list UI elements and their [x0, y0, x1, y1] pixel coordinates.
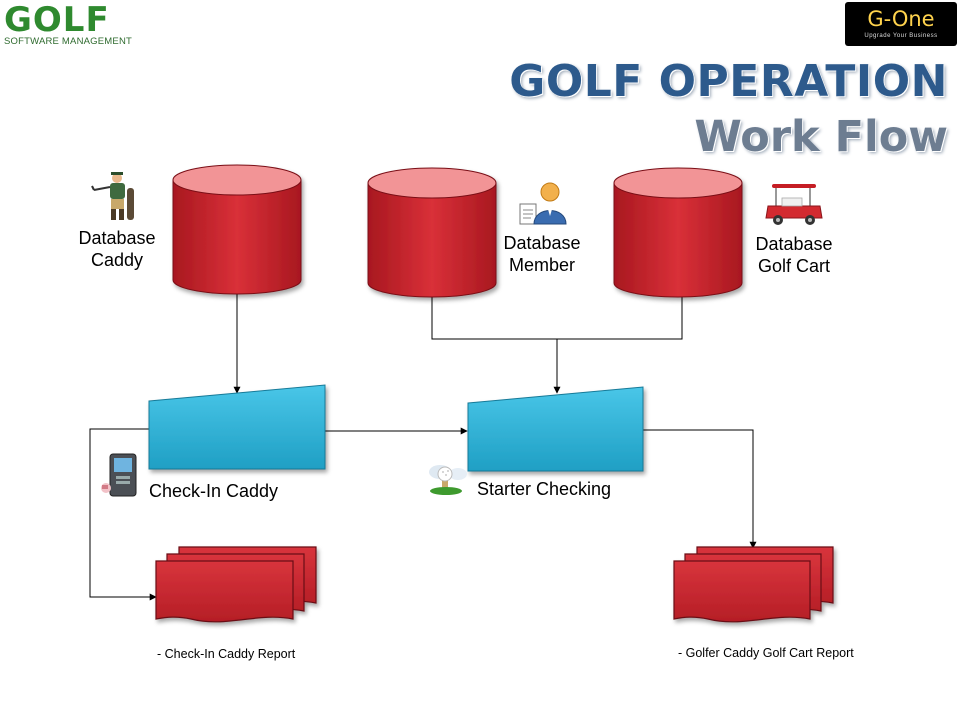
g-one-logo-tagline: Upgrade Your Business	[864, 33, 938, 39]
database-caddy-label: Database Caddy	[66, 227, 168, 271]
process-checkin-caddy-shape	[148, 384, 326, 470]
golfer-icon	[91, 172, 134, 220]
report-checkin-caddy-label: - Check-In Caddy Report	[157, 647, 296, 661]
kiosk-icon	[101, 453, 137, 497]
page-subtitle: Work Flow	[694, 112, 948, 162]
line-member-join	[431, 292, 683, 340]
database-member-label-line2: Member	[508, 255, 575, 275]
database-caddy-label-line1: Database	[78, 228, 156, 248]
connectors	[89, 292, 757, 601]
database-member-label: Database Member	[491, 232, 593, 276]
database-golf-cart-cylinder	[613, 167, 743, 298]
page-title: GOLF OPERATION	[509, 56, 948, 107]
arrow-starter-to-report	[643, 429, 757, 549]
process-checkin-caddy-label: Check-In Caddy	[149, 481, 279, 501]
report-checkin-caddy-shape	[155, 546, 317, 623]
golf-logo: GOLF SOFTWARE MANAGEMENT	[4, 2, 132, 47]
golf-logo-subtitle: SOFTWARE MANAGEMENT	[4, 36, 133, 47]
golf-cart-icon	[765, 184, 823, 225]
golf-ball-icon	[429, 465, 467, 495]
g-one-logo: G-One Upgrade Your Business	[845, 2, 957, 46]
golf-logo-word: GOLF	[4, 0, 110, 40]
arrow-checkin-to-report	[89, 428, 157, 601]
database-golf-cart-label-line1: Database	[755, 234, 833, 254]
database-golf-cart-label-line2: Golf Cart	[757, 256, 831, 276]
database-caddy-cylinder	[172, 164, 302, 295]
report-golfer-caddy-cart-shape	[673, 546, 834, 623]
database-member-label-line1: Database	[503, 233, 581, 253]
database-member-cylinder	[367, 167, 497, 298]
database-caddy-label-line2: Caddy	[90, 250, 144, 270]
process-starter-checking-shape	[467, 386, 644, 472]
g-one-logo-name: G-One	[867, 7, 935, 31]
process-starter-checking-label: Starter Checking	[477, 479, 612, 499]
database-golf-cart-label: Database Golf Cart	[743, 233, 845, 277]
member-icon	[519, 182, 567, 225]
report-golfer-caddy-cart-label: - Golfer Caddy Golf Cart Report	[678, 646, 854, 660]
